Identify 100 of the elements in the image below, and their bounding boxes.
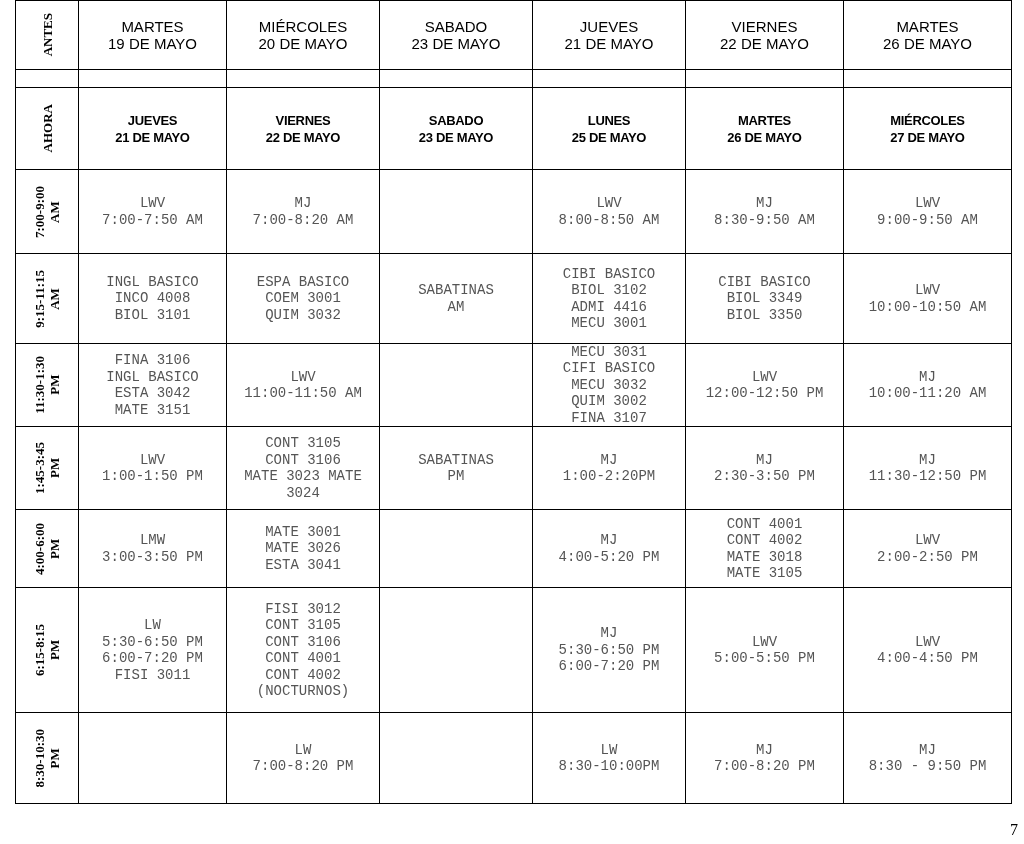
course-entry: 4:00-5:20 PM <box>558 548 660 565</box>
course-entry: INCO 4008 <box>114 290 191 307</box>
course-entry: CONT 4001 <box>265 650 341 667</box>
time-slot-label: AM <box>47 199 62 225</box>
day-header: SABADO <box>428 111 484 129</box>
course-entry: 8:00-8:50 AM <box>558 211 660 228</box>
course-entry: MJ <box>600 451 618 468</box>
course-entry: 7:00-7:50 AM <box>102 211 203 228</box>
course-entry: MJ <box>600 532 618 549</box>
course-entry: 11:30-12:50 PM <box>868 468 987 485</box>
course-entry: BIOL 3350 <box>726 306 803 324</box>
course-entry: 5:00-5:50 PM <box>714 650 815 667</box>
course-entry: MJ <box>756 451 773 468</box>
course-entry: QUIM 3002 <box>571 393 647 410</box>
course-entry: 8:30 - 9:50 PM <box>868 758 987 775</box>
course-entry: CONT 4001 <box>726 515 803 532</box>
course-entry: 5:30-6:50 PM <box>102 633 203 650</box>
course-entry: ESTA 3041 <box>265 556 341 574</box>
time-slot-label: PM <box>47 456 62 481</box>
course-entry: 4:00-4:50 PM <box>877 650 978 667</box>
day-header: 26 DE MAYO <box>727 128 802 146</box>
course-entry: 3:00-3:50 PM <box>102 548 203 565</box>
course-entry: (NOCTURNOS) <box>256 683 350 700</box>
course-entry: LWV <box>596 195 622 212</box>
course-entry: MECU 3031 <box>571 343 647 361</box>
course-entry: 10:00-11:20 AM <box>868 385 987 402</box>
course-entry: MECU 3032 <box>571 376 647 394</box>
time-slot-label: PM <box>47 373 62 398</box>
time-slot-label: 7:00-9:00 <box>32 185 47 238</box>
time-slot-label: AHORA <box>39 104 55 153</box>
course-entry: ESTA 3042 <box>114 385 191 402</box>
course-entry: INGL BASICO <box>106 273 199 291</box>
course-entry: 12:00-12:50 PM <box>705 385 824 402</box>
day-header: LUNES <box>587 111 631 129</box>
day-header: 27 DE MAYO <box>890 128 965 146</box>
course-entry: 9:00-9:50 AM <box>877 211 978 228</box>
course-entry: LWV <box>914 195 941 212</box>
page-number: 7 <box>1010 820 1018 840</box>
course-entry: LWV <box>914 282 941 299</box>
course-entry: LWV <box>139 451 166 468</box>
course-entry: MATE 3026 <box>265 540 341 557</box>
course-entry: MJ <box>919 741 936 758</box>
course-entry: BIOL 3349 <box>726 290 803 307</box>
course-entry: 7:00-8:20 PM <box>252 758 354 775</box>
day-header: 21 DE MAYO <box>115 128 190 146</box>
course-entry: FISI 3011 <box>114 666 191 683</box>
course-entry: LW <box>144 617 161 634</box>
course-entry: ESPA BASICO <box>256 273 350 291</box>
course-entry: AM <box>447 298 465 315</box>
time-slot-label: 9:15-11:15 <box>32 269 47 328</box>
course-entry: LW <box>294 741 312 758</box>
course-entry: LWV <box>914 633 941 650</box>
course-entry: BIOL 3101 <box>114 306 191 324</box>
course-entry: MJ <box>294 195 312 212</box>
day-header: MARTES <box>121 18 184 35</box>
course-entry: MJ <box>756 195 773 212</box>
day-header: 21 DE MAYO <box>564 35 654 52</box>
course-entry: COEM 3001 <box>265 290 341 307</box>
course-entry: MATE 3105 <box>726 565 803 582</box>
course-entry: SABATINAS <box>418 451 494 468</box>
course-entry: 7:00-8:20 PM <box>714 758 815 775</box>
course-entry: 2:00-2:50 PM <box>877 548 978 565</box>
time-slot-label: PM <box>47 537 62 561</box>
course-entry: FINA 3107 <box>571 409 647 427</box>
course-entry: 6:00-7:20 PM <box>102 650 203 667</box>
day-header: 22 DE MAYO <box>720 35 809 52</box>
day-header: SABADO <box>424 18 488 35</box>
course-entry: INGL BASICO <box>106 368 199 385</box>
course-entry: MATE 3023 MATE 3024 <box>243 468 363 501</box>
course-entry: MJ <box>919 451 936 468</box>
course-entry: 5:30-6:50 PM <box>558 641 660 659</box>
course-entry: 2:30-3:50 PM <box>714 468 815 485</box>
course-entry: CONT 3106 <box>265 451 341 468</box>
day-header: MARTES <box>896 18 959 35</box>
course-entry: QUIM 3032 <box>265 306 341 324</box>
time-slot-label: 4:00-6:00 <box>32 522 47 575</box>
course-entry: CIBI BASICO <box>718 273 811 291</box>
day-header: VIERNES <box>275 111 331 129</box>
course-entry: MJ <box>600 625 618 642</box>
course-entry: CONT 3106 <box>265 633 341 650</box>
course-entry: LWV <box>751 368 778 385</box>
course-entry: LMW <box>139 532 166 549</box>
day-header: 25 DE MAYO <box>571 128 647 146</box>
course-entry: LW <box>600 741 618 758</box>
course-entry: MATE 3151 <box>114 401 191 418</box>
day-header: 23 DE MAYO <box>418 128 494 146</box>
course-entry: 8:30-10:00PM <box>558 758 660 775</box>
time-slot-label: 11:30-1:30 <box>32 356 47 414</box>
day-header: JUEVES <box>127 111 178 129</box>
day-header: 22 DE MAYO <box>265 128 341 146</box>
course-entry: LWV <box>290 368 316 385</box>
course-entry: PM <box>447 468 465 485</box>
course-entry: FISI 3012 <box>265 600 341 617</box>
time-slot-label: 6:15-8:15 <box>32 624 47 676</box>
course-entry: CONT 4002 <box>265 666 341 683</box>
day-header: MIÉRCOLES <box>890 111 965 129</box>
day-header: 23 DE MAYO <box>411 35 501 52</box>
course-entry: SABATINAS <box>418 282 494 299</box>
course-entry: 8:30-9:50 AM <box>714 211 815 228</box>
time-slot-label: PM <box>47 638 62 663</box>
